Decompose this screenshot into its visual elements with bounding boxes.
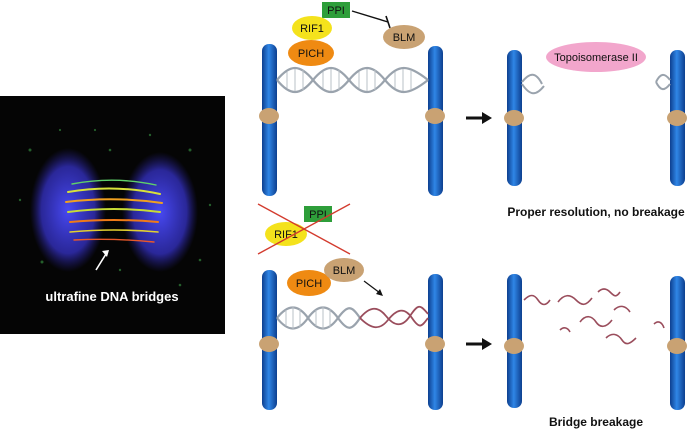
ppi-label: PPI <box>327 5 345 17</box>
progression-arrowhead-top <box>482 112 492 124</box>
bridge-pointer-arrowhead <box>102 250 109 257</box>
blm-label: BLM <box>333 265 356 277</box>
centromere <box>259 108 279 124</box>
pich-label: PICH <box>296 278 322 290</box>
rif1-protein <box>292 16 332 40</box>
ssdna-strands <box>359 305 429 329</box>
dna-double-helix-top <box>276 66 429 94</box>
centromere <box>667 110 687 126</box>
top-caption: Proper resolution, no breakage <box>507 205 685 219</box>
dna-stub-left <box>521 73 545 95</box>
centromere <box>425 336 445 352</box>
unwinding-arrow <box>363 280 381 294</box>
top-panel: PPI RIF1 PICH BLM <box>259 2 687 219</box>
micrograph-label: ultrafine DNA bridges <box>45 289 178 304</box>
ppi-label: PPI <box>309 209 327 221</box>
cross-out-line-2 <box>257 203 351 255</box>
fluorescent-bridges <box>65 179 163 243</box>
unwinding-arrowhead <box>376 289 383 296</box>
bottom-caption: Bridge breakage <box>549 415 643 429</box>
progression-arrowhead-bottom <box>482 338 492 350</box>
rif1-protein <box>265 222 307 246</box>
rif1-label: RIF1 <box>274 229 298 241</box>
micrograph: ultrafine DNA bridges <box>0 96 225 334</box>
micrograph-speckle <box>18 128 212 287</box>
centromere <box>504 338 524 354</box>
dna-double-helix-bottom <box>276 306 361 330</box>
rif1-label: RIF1 <box>300 23 324 35</box>
topoisomerase-label: Topoisomerase II <box>554 52 638 64</box>
blm-label: BLM <box>393 32 416 44</box>
dna-fragments <box>523 288 665 345</box>
centromere <box>259 336 279 352</box>
pich-label: PICH <box>298 48 324 60</box>
topoisomerase-ii-enzyme <box>546 42 646 72</box>
chromatin-mass-left <box>30 148 106 272</box>
blm-protein <box>324 258 364 282</box>
inhibition-bar <box>385 15 391 29</box>
inhibition-line <box>351 10 389 23</box>
centromere <box>667 338 687 354</box>
pich-protein <box>288 40 334 66</box>
bottom-panel: PPI RIF1 PICH BLM <box>257 203 687 429</box>
blm-protein <box>383 25 425 49</box>
centromere <box>504 110 524 126</box>
bridge-pointer-arrow <box>95 253 107 271</box>
centromere <box>425 108 445 124</box>
ppi-box <box>322 2 350 18</box>
dna-stub-right <box>655 74 671 90</box>
pich-protein <box>287 270 331 296</box>
